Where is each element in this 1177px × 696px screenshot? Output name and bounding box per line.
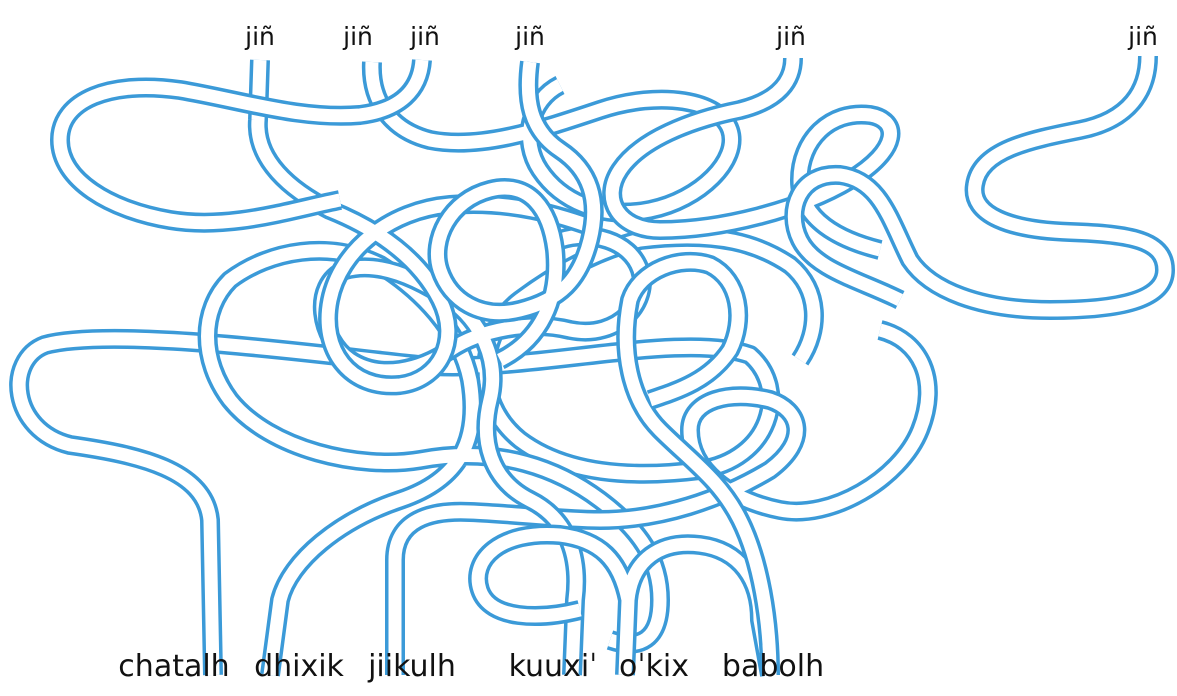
bottom-label-okix: oˈkix [619, 652, 689, 682]
bottom-label-babolh: babolh [722, 652, 824, 682]
top-label-2: jiñ [343, 24, 373, 49]
top-label-1: jiñ [245, 24, 275, 49]
top-label-4: jiñ [515, 24, 545, 49]
top-label-3: jiñ [410, 24, 440, 49]
rope-top-6-core [794, 56, 1165, 310]
rope-group [19, 56, 1165, 675]
top-label-5: jiñ [776, 24, 806, 49]
bottom-label-kuuxi: kuuxiˈ [509, 652, 598, 682]
top-label-6: jiñ [1128, 24, 1158, 49]
bottom-label-dhixik: dhixik [254, 652, 344, 682]
bottom-label-chatalh: chatalh [118, 652, 229, 682]
bottom-label-jiikulh: jiikulh [368, 652, 456, 682]
